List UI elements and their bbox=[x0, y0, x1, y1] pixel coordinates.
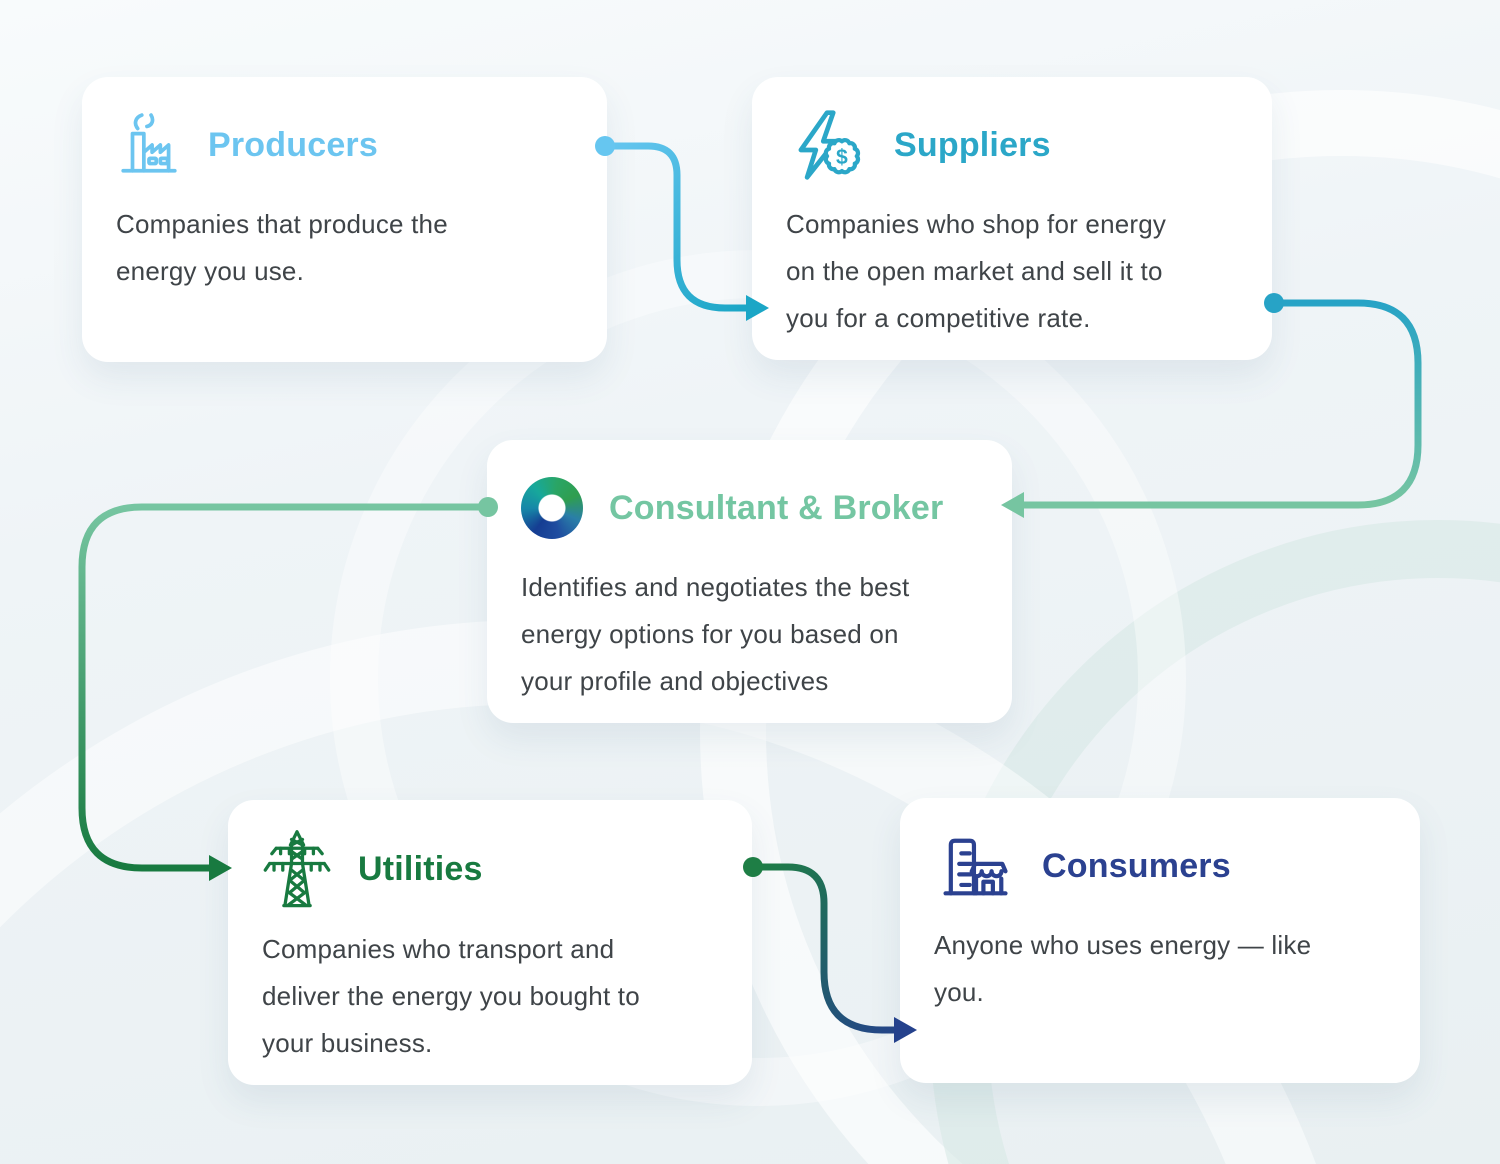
producers-card: Producers Companies that produce the ene… bbox=[82, 77, 607, 362]
transmission-tower-icon bbox=[263, 830, 331, 908]
connector-utilities-to-consumers bbox=[753, 863, 894, 1034]
dollar-glyph: $ bbox=[836, 146, 848, 169]
card-description: Companies who shop for energy on the ope… bbox=[786, 209, 1167, 333]
card-description: Anyone who uses energy — like you. bbox=[934, 930, 1312, 1007]
utilities-header: Utilities bbox=[262, 826, 718, 912]
suppliers-card: $ Suppliers Companies who shop for energ… bbox=[752, 77, 1272, 360]
card-description: Companies that produce the energy you us… bbox=[116, 209, 448, 286]
consumers-card: Consumers Anyone who uses energy — like … bbox=[900, 798, 1420, 1083]
factory-icon bbox=[121, 113, 177, 173]
suppliers-header: $ Suppliers bbox=[786, 103, 1238, 187]
consultant-header: Consultant & Broker bbox=[521, 466, 978, 550]
swirl-logo-icon bbox=[521, 477, 583, 539]
card-title: Consumers bbox=[1042, 846, 1231, 885]
utilities-card: Utilities Companies who transport and de… bbox=[228, 800, 752, 1085]
consumers-header: Consumers bbox=[934, 824, 1386, 908]
connector-producers-to-suppliers bbox=[605, 142, 746, 312]
producers-header: Producers bbox=[116, 103, 573, 187]
card-description: Identifies and negotiates the best energ… bbox=[521, 572, 910, 696]
card-title: Utilities bbox=[358, 849, 483, 888]
building-storefront-icon bbox=[943, 838, 1008, 896]
bolt-dollar-coin-icon: $ bbox=[798, 110, 861, 180]
card-description: Companies who transport and deliver the … bbox=[262, 934, 640, 1058]
card-title: Consultant & Broker bbox=[609, 488, 944, 527]
consultant-broker-card: Consultant & Broker Identifies and negot… bbox=[487, 440, 1012, 723]
card-title: Producers bbox=[208, 125, 378, 164]
card-title: Suppliers bbox=[894, 125, 1051, 164]
